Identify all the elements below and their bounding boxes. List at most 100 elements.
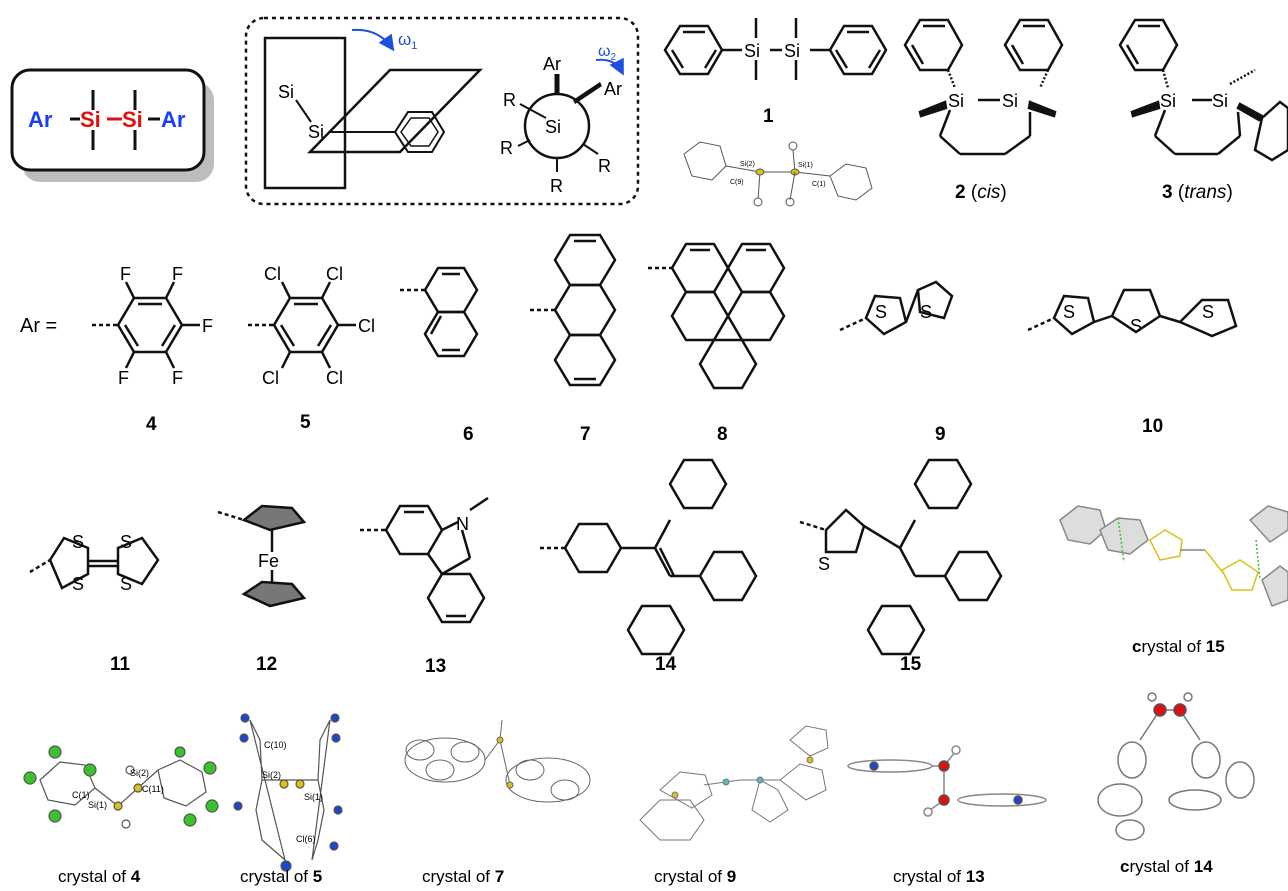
c4-f3: F [202, 316, 213, 336]
ar-equals: Ar = [20, 315, 57, 337]
compound-2-si-a: Si [948, 91, 964, 111]
compound-2-label: 2 (cis) [955, 182, 1007, 203]
crystal-15-image [1059, 505, 1288, 607]
ortep1-c9: C(9) [730, 179, 744, 186]
crystal-14-image [1097, 692, 1255, 841]
compound-1-label: 1 [763, 106, 774, 127]
compound-6-label: 6 [463, 424, 474, 445]
c5-cl4: Cl [262, 368, 279, 388]
newman-r-4: R [598, 156, 611, 176]
compound-3-label: 3 (trans) [1162, 182, 1233, 203]
compound-4-label: 4 [146, 414, 157, 435]
compound-5-label: 5 [300, 412, 311, 433]
crystal-5-caption: crystal of 5 [240, 867, 322, 886]
omega2-label: ω2 [598, 43, 617, 63]
ortep1-c1: C(1) [812, 181, 826, 188]
compound-11-structure [29, 536, 160, 590]
c10-s2: S [1130, 316, 1142, 336]
formula-si-right: Si [122, 107, 143, 132]
crystal-9-image [639, 725, 829, 841]
ortep4-c11: C(11) [142, 784, 164, 794]
c11-s1: S [72, 532, 84, 552]
ortep5-si2: Si(2) [262, 770, 281, 780]
c4-f2: F [172, 264, 183, 284]
crystal-14-caption: crystal of 14 [1120, 857, 1213, 876]
newman-ar-top: Ar [543, 54, 561, 74]
compound-6-structure [400, 266, 479, 358]
torsion-si-top: Si [278, 82, 294, 102]
compound-8-label: 8 [717, 424, 728, 445]
c5-cl3: Cl [358, 316, 375, 336]
crystal-13-image [847, 745, 1047, 817]
c15-s: S [818, 554, 830, 574]
compound-1-structure [663, 18, 888, 80]
ortep1-si1: Si(1) [798, 162, 813, 169]
compound-3-si-b: Si [1212, 91, 1228, 111]
crystal-15-caption: crystal of 15 [1132, 637, 1225, 656]
c4-f1: F [120, 264, 131, 284]
c9-s1: S [875, 302, 887, 322]
crystal-4-caption: crystal of 4 [58, 867, 141, 886]
c11-s4: S [120, 574, 132, 594]
compound-5-structure [248, 281, 356, 369]
ortep4-c1: C(1) [72, 790, 90, 800]
crystal-4-image [23, 745, 219, 829]
compound-7-structure [530, 233, 617, 387]
compound-9-structure [839, 280, 954, 336]
crystal-9-caption: crystal of 9 [654, 867, 736, 886]
compound-2-structure [903, 18, 1064, 156]
c4-f5: F [172, 368, 183, 388]
ortep4-si1: Si(1) [88, 800, 107, 810]
ortep4-si2: Si(2) [130, 768, 149, 778]
general-formula-box: Ar Si Si Ar [10, 68, 214, 182]
c5-cl1: Cl [264, 264, 281, 284]
compound-15-label: 15 [900, 654, 922, 675]
c12-fe: Fe [258, 551, 279, 571]
compound-1-ortep [683, 141, 873, 207]
ortep5-si1: Si(1) [304, 792, 323, 802]
compound-1-si-b: Si [784, 41, 800, 61]
newman-r-1: R [503, 90, 516, 110]
c11-s3: S [120, 532, 132, 552]
c13-n: N [456, 514, 469, 534]
torsion-schematic: Si Si ω1 Si Ar Ar R R R R ω2 [244, 16, 640, 206]
compound-13-structure [360, 496, 489, 624]
formula-si-left: Si [80, 107, 101, 132]
compound-9-label: 9 [935, 424, 946, 445]
ortep5-c10: C(10) [264, 740, 287, 750]
compound-7-label: 7 [580, 424, 591, 445]
formula-ar-right: Ar [161, 107, 186, 132]
ortep5-cl6: Cl(6) [296, 834, 316, 844]
compound-15-structure [799, 458, 1003, 656]
compound-13-label: 13 [425, 656, 446, 677]
compound-1-si-a: Si [744, 41, 760, 61]
newman-r-2: R [500, 138, 513, 158]
crystal-13-caption: crystal of 13 [893, 867, 985, 886]
compound-12-structure [217, 504, 307, 608]
formula-ar-left: Ar [28, 107, 53, 132]
crystal-5-image [233, 713, 343, 872]
newman-r-3: R [550, 176, 563, 196]
c10-s3: S [1202, 302, 1214, 322]
crystal-7-image [404, 719, 591, 803]
compound-3-si-a: Si [1160, 91, 1176, 111]
compound-2-si-b: Si [1002, 91, 1018, 111]
newman-si: Si [545, 117, 561, 137]
crystal-7-caption: crystal of 7 [422, 867, 504, 886]
c5-cl2: Cl [326, 264, 343, 284]
c10-s1: S [1063, 302, 1075, 322]
compound-10-structure [1027, 288, 1238, 338]
torsion-si-bottom: Si [308, 122, 324, 142]
c11-s2: S [72, 574, 84, 594]
omega1-label: ω1 [398, 30, 417, 52]
ortep1-si2: Si(2) [740, 161, 755, 168]
compound-4-structure [92, 281, 200, 369]
compound-8-structure [648, 242, 786, 390]
c4-f4: F [118, 368, 129, 388]
c5-cl5: Cl [326, 368, 343, 388]
compound-14-structure [540, 458, 758, 656]
compound-14-label: 14 [655, 654, 677, 675]
compound-3-structure [1118, 18, 1288, 162]
newman-ar-right: Ar [604, 79, 622, 99]
